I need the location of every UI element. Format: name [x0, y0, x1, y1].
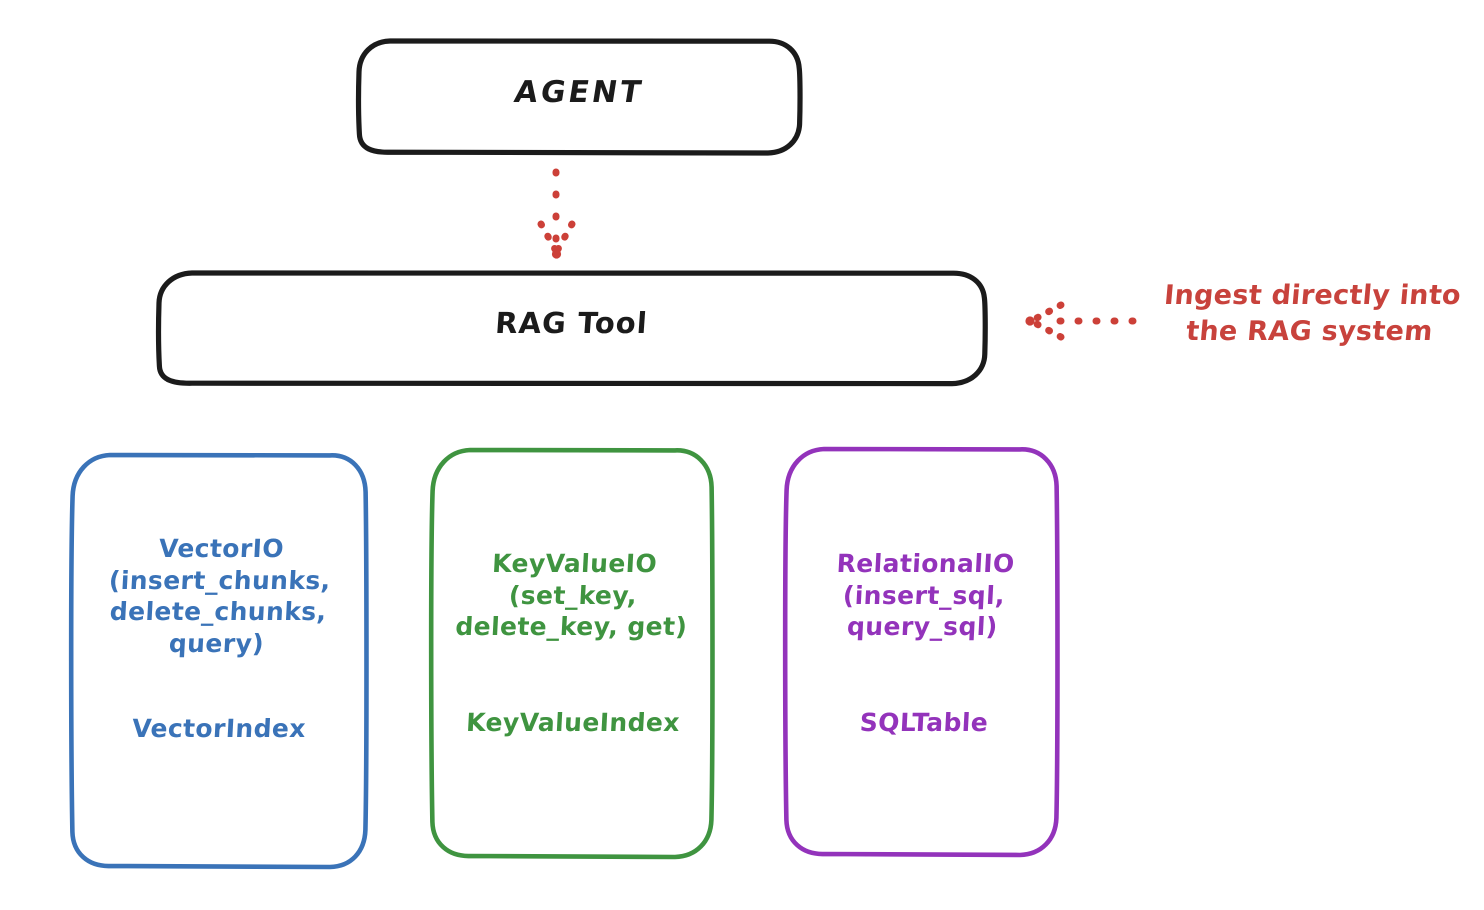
ingest-arrowhead-upper — [1029, 301, 1065, 324]
relational-io-box-outline — [782, 446, 1060, 858]
node-key-value-io[interactable] — [428, 447, 715, 860]
connector-agent-to-rag-tool — [537, 168, 576, 259]
node-vector-io[interactable] — [68, 452, 369, 870]
agent-to-rag-arrow-tip — [551, 249, 562, 259]
rag-tool-box-outline — [155, 270, 988, 387]
node-relational-io[interactable] — [782, 446, 1060, 858]
agent-box-outline — [355, 38, 803, 156]
agent-to-rag-arrowhead-left — [537, 220, 560, 255]
vector-io-box-outline — [68, 452, 369, 870]
node-rag-tool[interactable] — [155, 270, 988, 387]
ingest-arrowhead-lower — [1029, 318, 1065, 341]
key-value-io-box-outline — [428, 447, 715, 860]
connector-ingest-note-to-rag-tool — [1025, 301, 1137, 341]
node-agent[interactable] — [355, 38, 803, 156]
ingest-arrow-tip — [1025, 316, 1035, 326]
agent-to-rag-arrowhead-right — [553, 220, 576, 255]
